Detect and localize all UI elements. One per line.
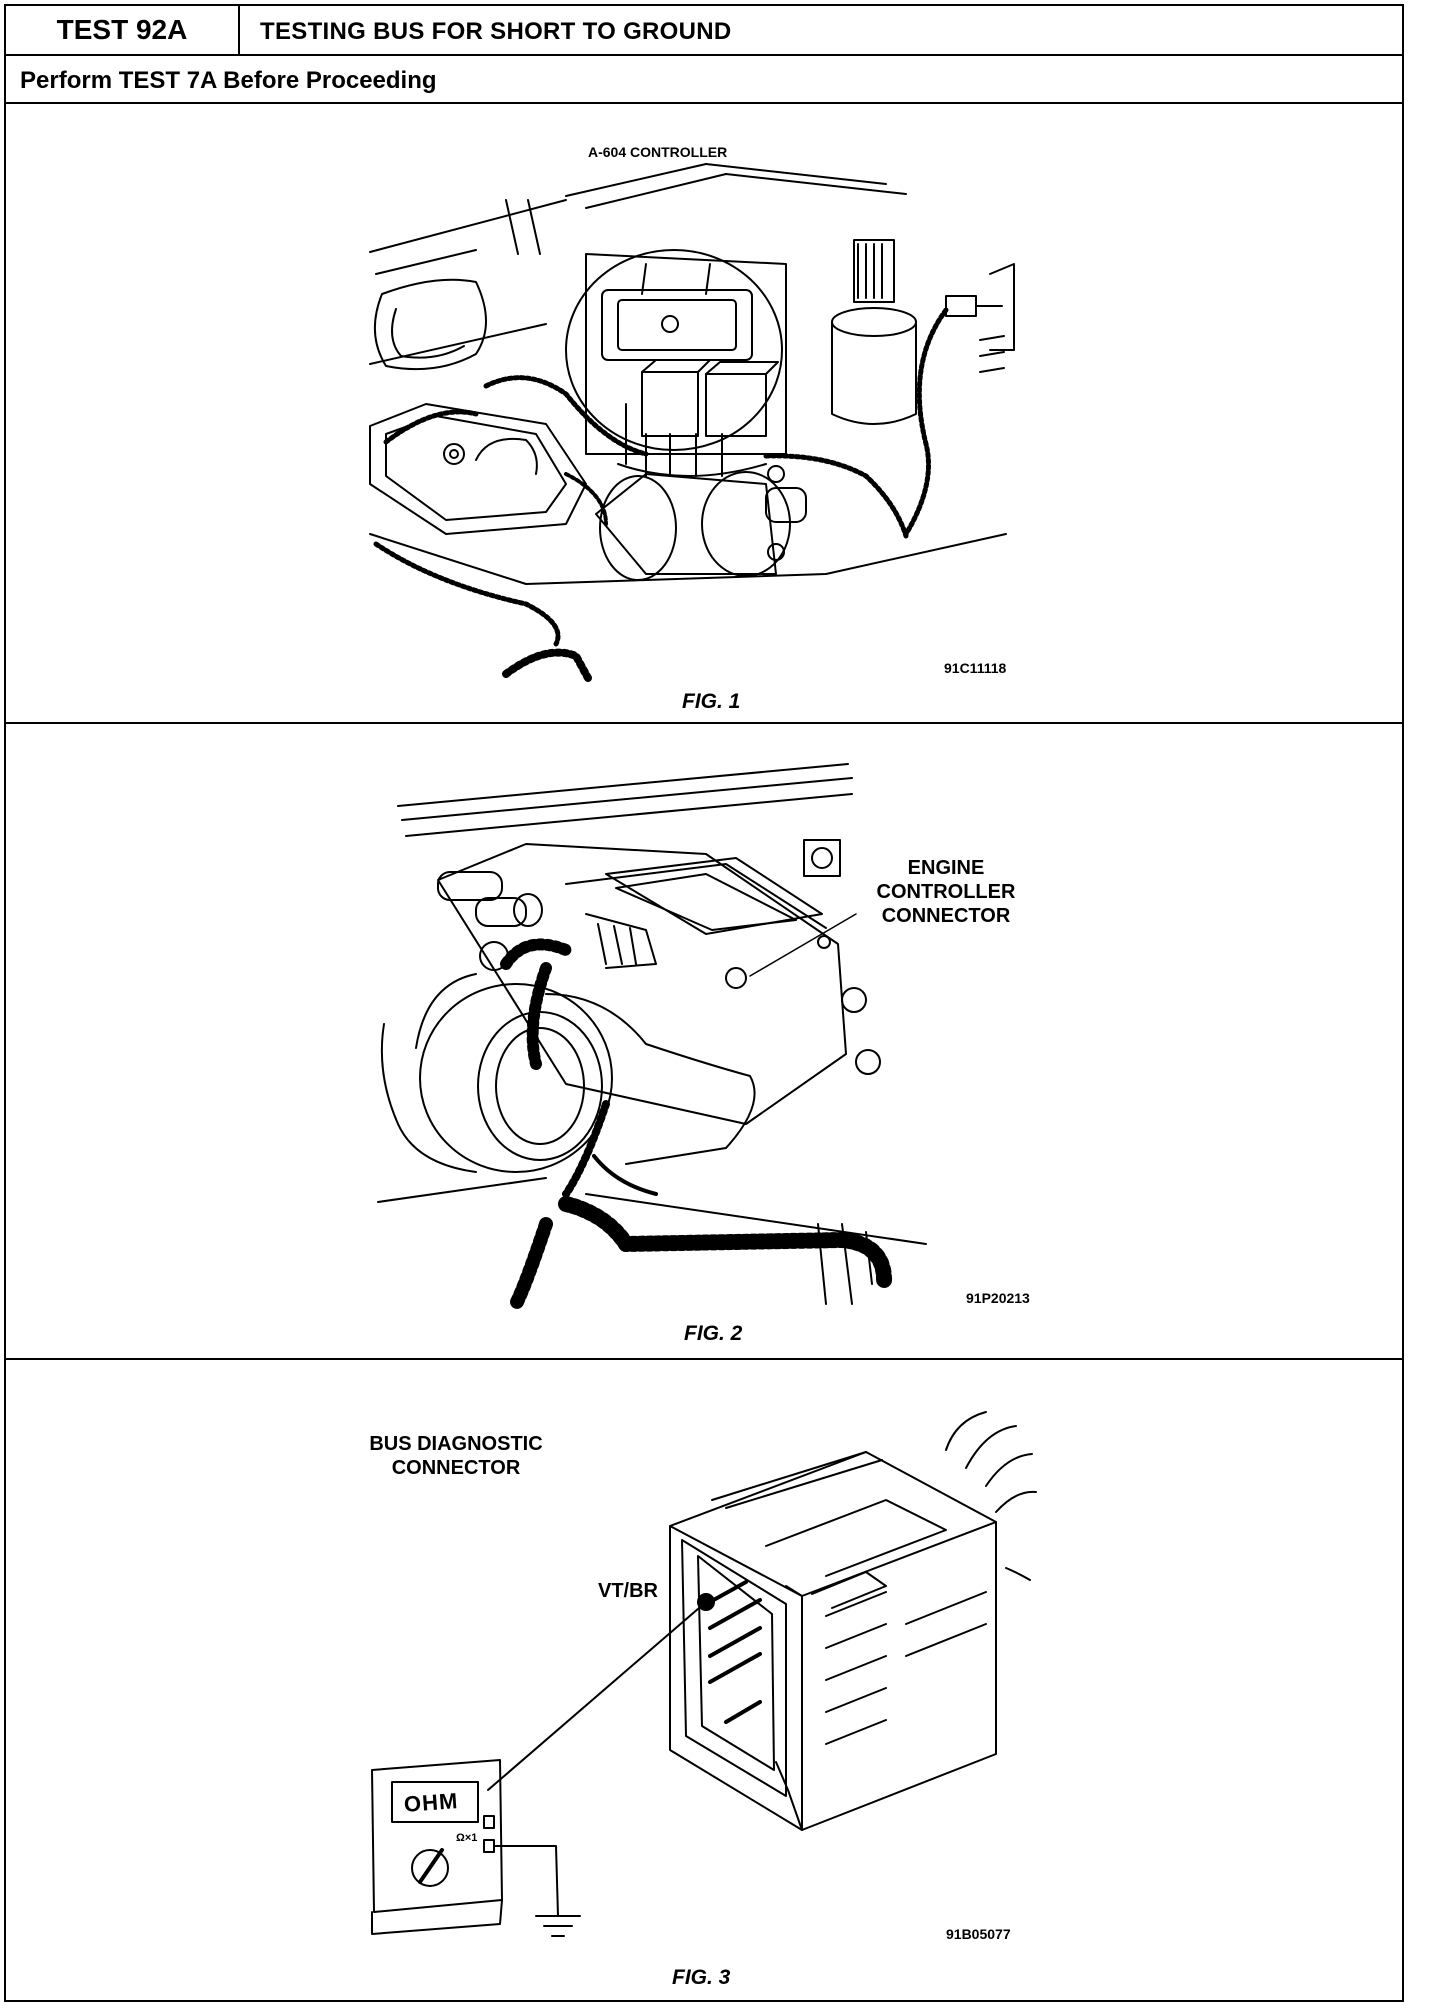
test-title: TESTING BUS FOR SHORT TO GROUND (260, 18, 732, 45)
bus-connector-callout: BUS DIAGNOSTIC CONNECTOR (356, 1432, 556, 1480)
figure-2-illustration (6, 724, 1402, 1360)
callout-line-1: BUS DIAGNOSTIC (369, 1433, 543, 1455)
callout-line-1: ENGINE (907, 857, 985, 879)
header-row: TEST 92A TESTING BUS FOR SHORT TO GROUND (6, 6, 1402, 56)
figure-2-caption: FIG. 2 (684, 1322, 743, 1345)
figure-3-illustration (6, 1360, 1402, 2000)
figure-1-panel: A-604 CONTROLLER 91C11118 FIG. 1 (6, 104, 1402, 724)
figure-3-caption: FIG. 3 (672, 1966, 731, 1989)
figure-2-panel: ENGINE CONTROLLER CONNECTOR 91P20213 FIG… (6, 724, 1402, 1360)
procedure-sheet: TEST 92A TESTING BUS FOR SHORT TO GROUND… (4, 4, 1404, 2002)
wire-color-label: VT/BR (598, 1580, 658, 1602)
figure-3-panel: BUS DIAGNOSTIC CONNECTOR VT/BR OHM Ω×1 9… (6, 1360, 1402, 2000)
figure-1-caption: FIG. 1 (682, 690, 741, 713)
figure-1-illustration (6, 104, 1402, 724)
callout-line-3: CONNECTOR (881, 905, 1011, 927)
callout-line-2: CONTROLLER (876, 881, 1016, 903)
figure-3-code: 91B05077 (946, 1926, 1011, 1942)
engine-controller-callout: ENGINE CONTROLLER CONNECTOR (866, 856, 1026, 928)
prerequisite-note: Perform TEST 7A Before Proceeding (6, 56, 1402, 104)
figure-2-code: 91P20213 (966, 1290, 1030, 1306)
meter-range-label: Ω×1 (456, 1832, 478, 1844)
callout-line-2: CONNECTOR (391, 1457, 521, 1479)
controller-callout: A-604 CONTROLLER (588, 144, 728, 160)
test-number: TEST 92A (6, 6, 240, 54)
figure-1-code: 91C11118 (944, 660, 1007, 676)
meter-display: OHM (403, 1788, 460, 1817)
